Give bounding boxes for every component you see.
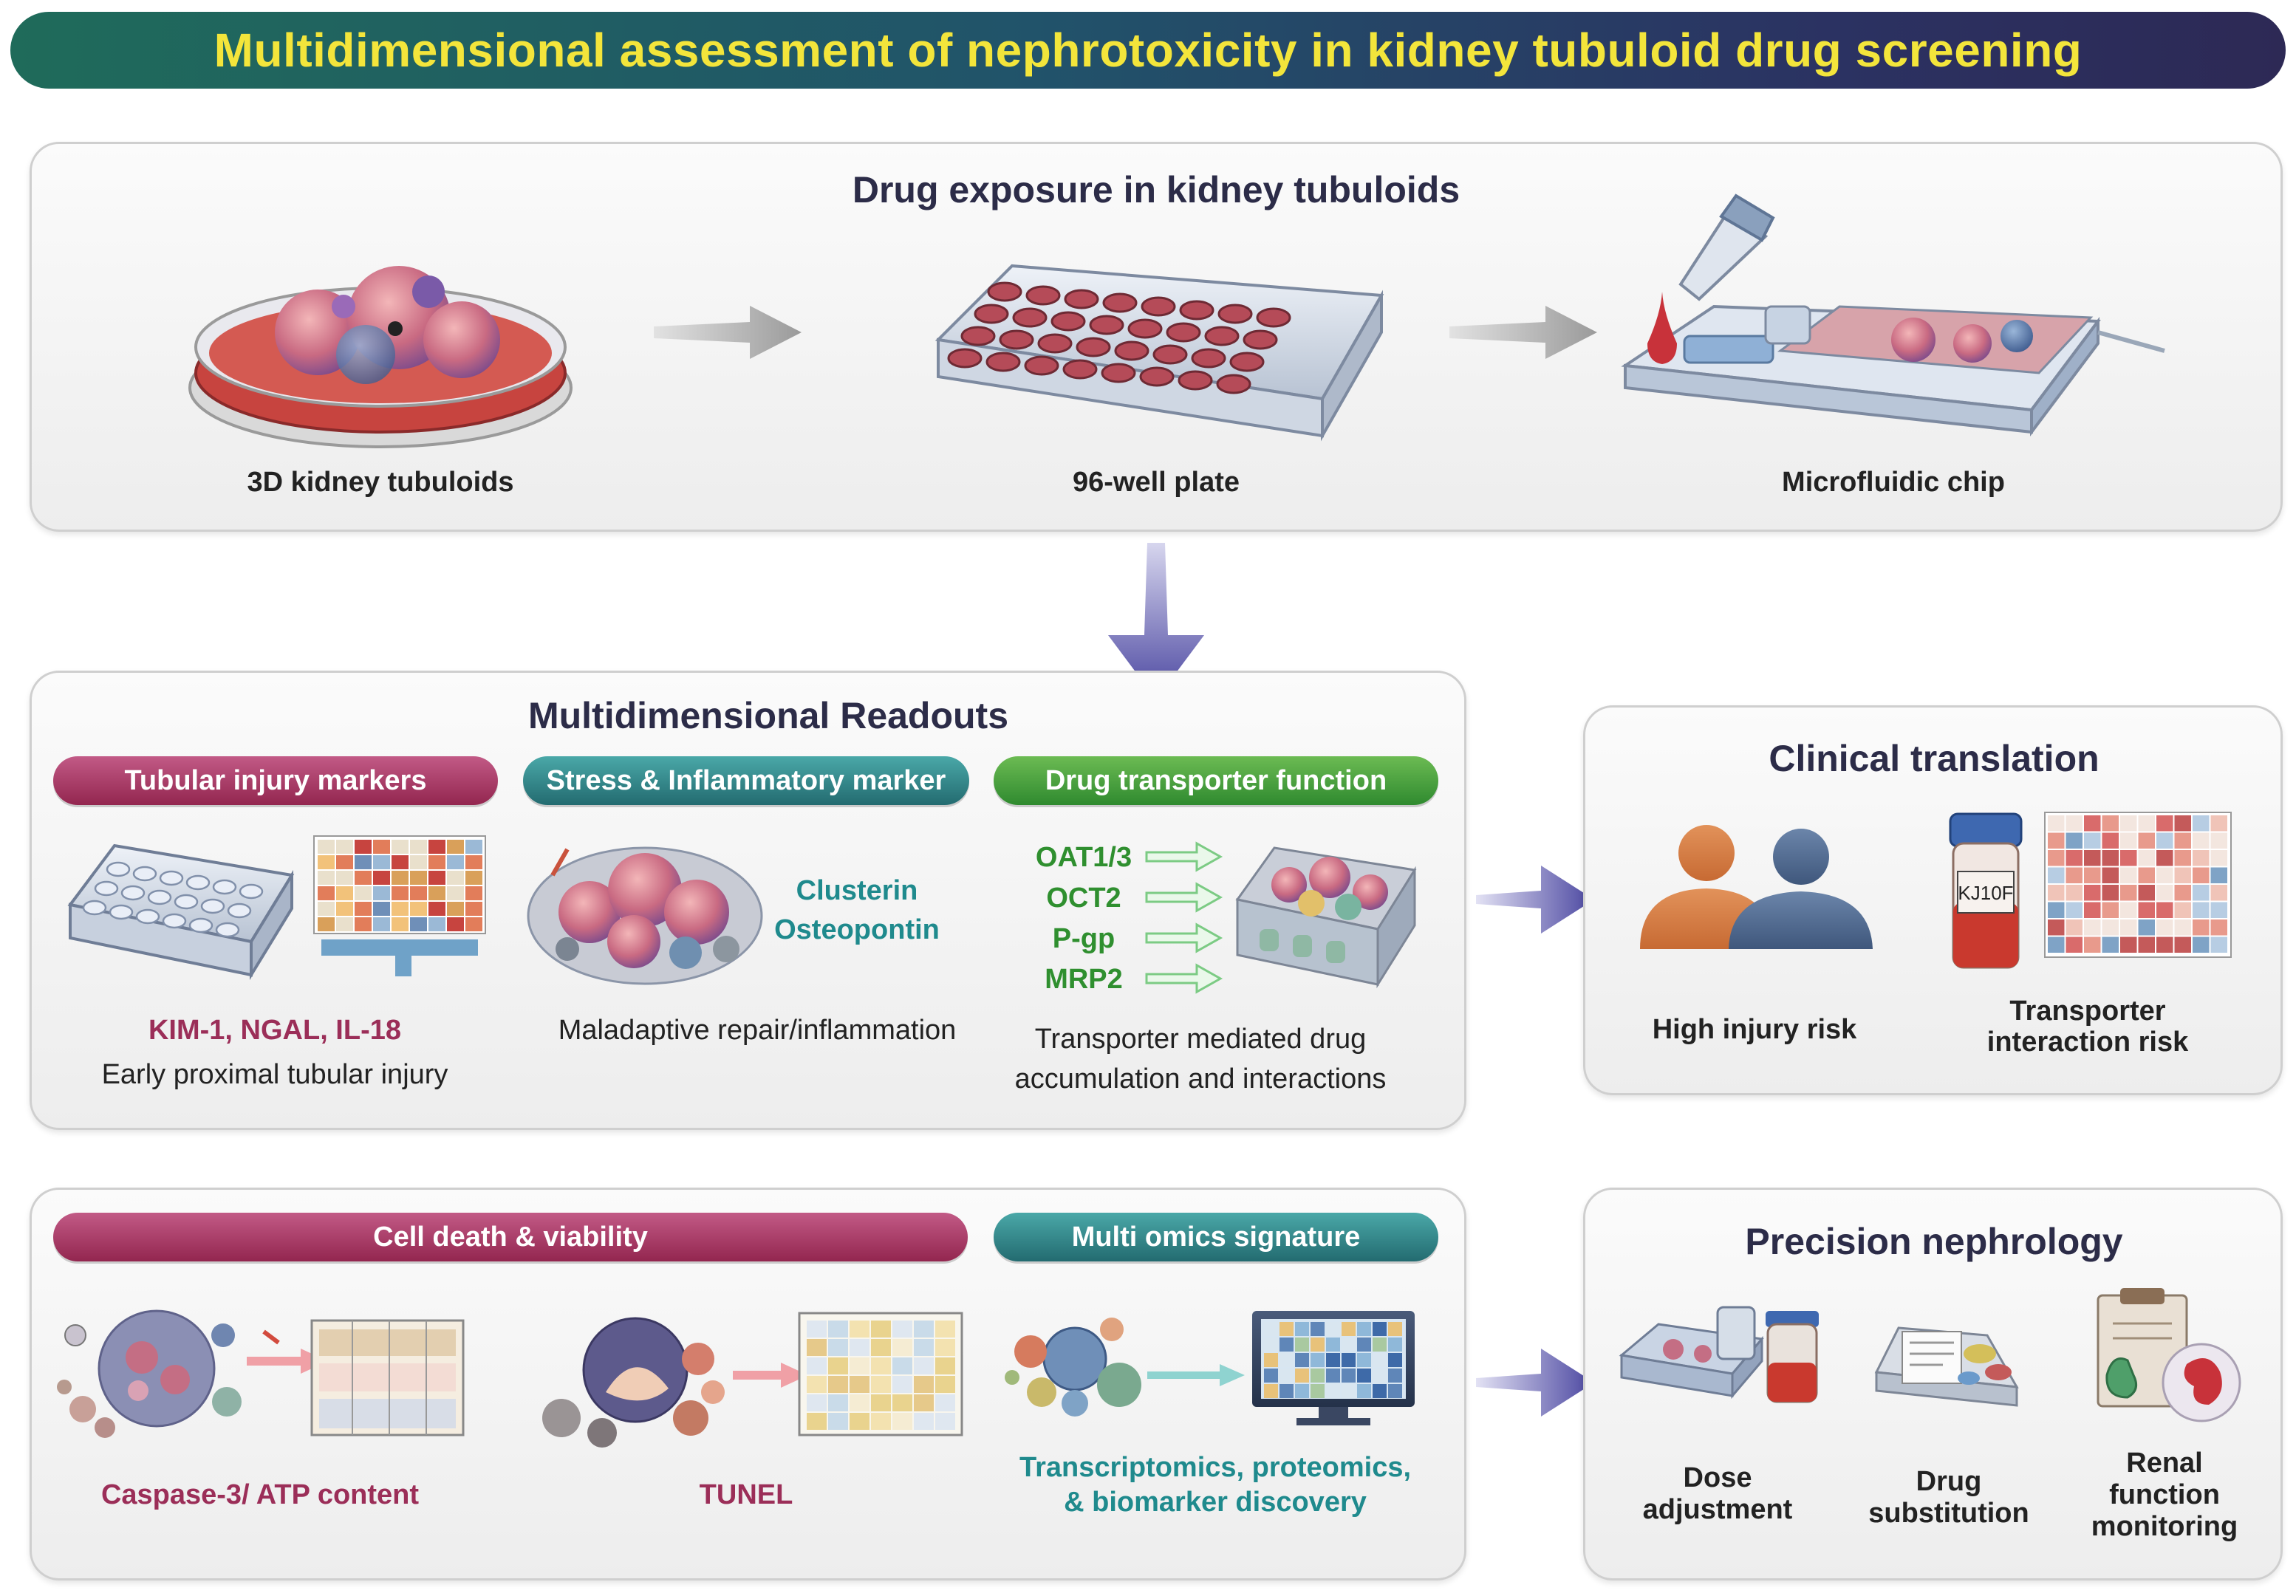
- panel-title-precision: Precision nephrology: [1745, 1221, 2123, 1262]
- stress-cell-cluster-illustration: [527, 846, 763, 985]
- tubular-markers-text: KIM-1, NGAL, IL-18: [148, 1015, 402, 1046]
- tubular-heatmap-illustration: [313, 835, 486, 976]
- precision-label-renal-line3: monitoring: [2091, 1511, 2238, 1542]
- arrow-down-icon: [1108, 543, 1204, 699]
- pill-stress-inflammatory-marker: Stress & Inflammatory marker: [523, 756, 969, 805]
- step-label-well-plate: 96-well plate: [1073, 467, 1240, 498]
- omics-illustration: [1005, 1311, 1415, 1425]
- transporter-pgp: P-gp: [1052, 923, 1115, 954]
- precision-label-renal-line2: function: [2109, 1479, 2220, 1510]
- pill-drug-transporter-function: Drug transporter function: [994, 756, 1438, 805]
- precision-label-substitution-line1: Drug: [1916, 1466, 1982, 1497]
- transporter-arrows-icon: [1145, 841, 1223, 994]
- clinical-label-high-injury-risk: High injury risk: [1652, 1014, 1857, 1045]
- step-label-tubuloids: 3D kidney tubuloids: [247, 467, 514, 498]
- patients-icon: [1640, 825, 1873, 949]
- transporter-oat13: OAT1/3: [1035, 842, 1132, 873]
- omics-caption-line2: & biomarker discovery: [1064, 1487, 1367, 1518]
- transporter-caption-line2: accumulation and interactions: [1014, 1064, 1387, 1095]
- title-banner: Multidimensional assessment of nephrotox…: [10, 12, 2286, 89]
- pill-cell-death-viability: Cell death & viability: [53, 1213, 968, 1261]
- pill-multi-omics-signature: Multi omics signature: [994, 1213, 1438, 1261]
- step-label-microfluidic-chip: Microfluidic chip: [1782, 467, 2005, 498]
- transporter-tissue-illustration: [1235, 846, 1417, 989]
- stress-marker-clusterin: Clusterin: [796, 875, 918, 906]
- drug-vial-icon: KJ10F: [1949, 812, 2023, 969]
- precision-label-renal-line1: Renal: [2126, 1448, 2203, 1479]
- label-tunel: TUNEL: [699, 1479, 793, 1510]
- precision-label-substitution-line2: substitution: [1868, 1498, 2029, 1529]
- caspase-cell-illustration: [57, 1309, 465, 1438]
- arrow-right-icon: [1449, 306, 1597, 359]
- renal-monitoring-icon: [2097, 1288, 2241, 1422]
- transporter-caption-line1: Transporter mediated drug: [1034, 1024, 1367, 1055]
- clinical-label-transporter-line2: interaction risk: [1986, 1027, 2189, 1058]
- transporter-mrp2: MRP2: [1045, 964, 1123, 995]
- precision-label-dose-line2: adjustment: [1642, 1494, 1793, 1525]
- tubular-plate-illustration: [67, 843, 295, 981]
- clinical-label-transporter-line1: Transporter: [2009, 996, 2166, 1027]
- panel-title-drug-exposure: Drug exposure in kidney tubuloids: [852, 169, 1460, 210]
- stress-marker-osteopontin: Osteopontin: [774, 914, 940, 945]
- precision-label-dose-line1: Dose: [1683, 1462, 1752, 1493]
- drug-substitution-icon: [1874, 1326, 2019, 1407]
- arrow-right-icon: [1476, 1349, 1594, 1417]
- omics-caption-line1: Transcriptomics, proteomics,: [1019, 1452, 1412, 1483]
- tubular-caption: Early proximal tubular injury: [101, 1059, 448, 1090]
- page-title: Multidimensional assessment of nephrotox…: [213, 24, 2083, 77]
- transporter-heatmap-icon: [2044, 812, 2232, 958]
- panel-title-clinical: Clinical translation: [1769, 738, 2099, 779]
- dose-adjustment-icon: [1619, 1306, 1819, 1403]
- pill-tubular-injury-markers: Tubular injury markers: [53, 756, 498, 805]
- label-caspase-atp: Caspase-3/ ATP content: [100, 1479, 420, 1510]
- panel-title-readouts: Multidimensional Readouts: [527, 695, 1009, 736]
- petri-dish-illustration: [188, 266, 573, 448]
- vial-label-text: KJ10F: [1958, 882, 2013, 904]
- microfluidic-chip-illustration: [1621, 193, 2165, 436]
- arrow-right-icon: [1476, 866, 1594, 934]
- tunel-cell-illustration: [542, 1312, 963, 1448]
- well-plate-illustration: [935, 264, 1384, 442]
- transporter-oct2: OCT2: [1046, 883, 1121, 914]
- stress-caption: Maladaptive repair/inflammation: [558, 1015, 957, 1046]
- arrow-right-icon: [654, 306, 802, 359]
